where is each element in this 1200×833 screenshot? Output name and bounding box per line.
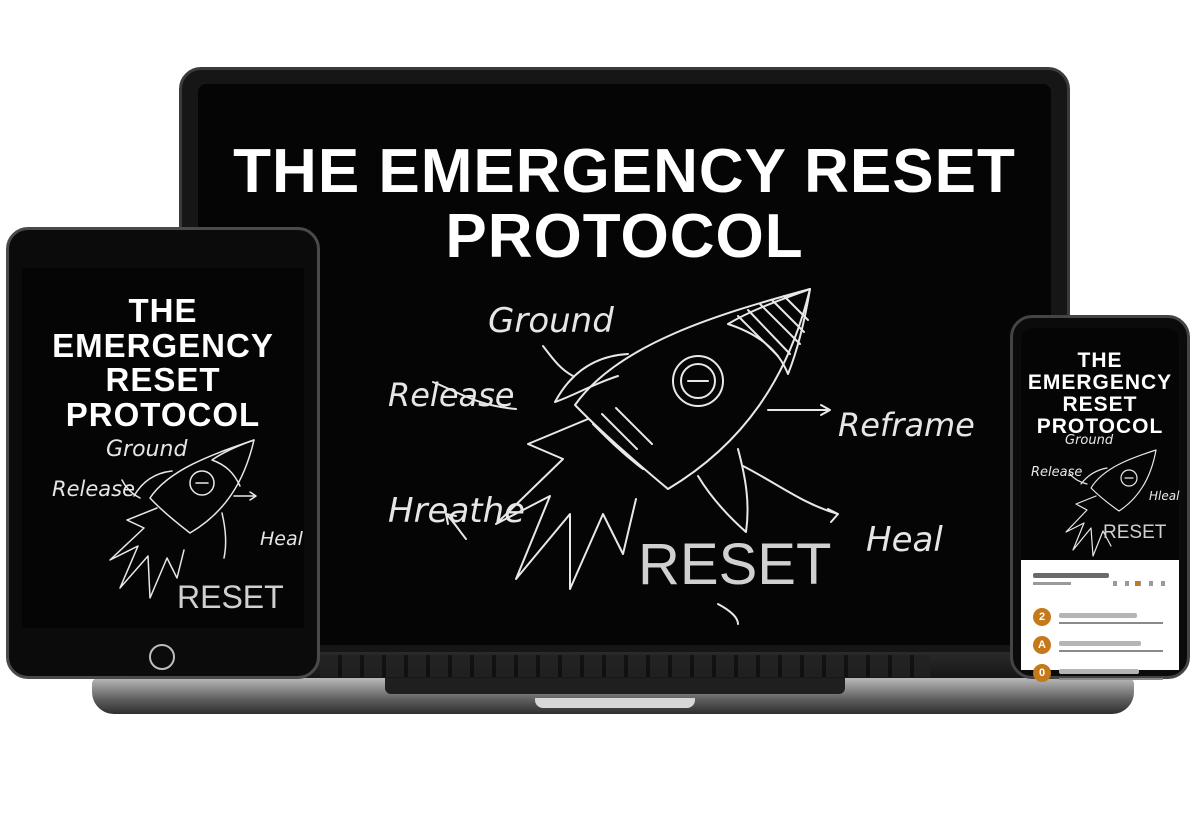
rocket-window-icon: [672, 355, 724, 407]
phone-list-underline: [1059, 678, 1163, 680]
laptop-title: THE EMERGENCY RESET PROTOCOL: [198, 139, 1051, 269]
phone-panel-accent-dot: [1135, 581, 1140, 586]
tablet-display: THE EMERGENCY RESET PROTOCOL Ground Rele…: [22, 268, 304, 628]
phone-list-item[interactable]: 2: [1033, 608, 1171, 626]
phone-list-underline: [1059, 622, 1163, 624]
rocket-body-icon: [149, 439, 255, 534]
phone-list-badge: 0: [1033, 664, 1051, 682]
tablet-label-reset: RESET: [177, 579, 284, 615]
phone-label-ground: Ground: [1065, 433, 1114, 448]
label-breathe: Hreathe: [388, 491, 525, 531]
tablet-title-line1: THE EMERGENCY: [52, 292, 274, 364]
tablet-title-line2: RESET PROTOCOL: [65, 361, 261, 433]
tablet-label-release: Release: [52, 477, 135, 501]
laptop-title-line1: THE EMERGENCY RESET: [233, 137, 1016, 206]
laptop-screen: THE EMERGENCY RESET PROTOCOL: [179, 67, 1070, 656]
laptop-keyboard: [320, 655, 930, 677]
tablet-label-heal: Heal: [260, 528, 304, 550]
phone-rocket-illustration: Ground Release Hleal RESET: [1031, 433, 1180, 557]
tablet-title: THE EMERGENCY RESET PROTOCOL: [22, 292, 304, 433]
phone-list-line: [1059, 613, 1137, 618]
label-release: Release: [388, 376, 514, 414]
phone-label-heal: Hleal: [1149, 489, 1180, 503]
label-reframe: Reframe: [838, 406, 975, 444]
phone-label-reset: RESET: [1103, 522, 1167, 543]
rocket-body-icon: [1090, 449, 1157, 512]
phone-list-line: [1059, 641, 1141, 646]
label-reset: RESET: [638, 532, 831, 597]
phone-device: THE EMERGENCY RESET PROTOCOL Ground Rele…: [1010, 315, 1190, 682]
label-heal: Heal: [866, 520, 943, 560]
tablet-device: THE EMERGENCY RESET PROTOCOL Ground Rele…: [6, 227, 320, 679]
phone-panel-dots: [1113, 581, 1173, 586]
phone-list-item[interactable]: 0: [1033, 664, 1171, 682]
phone-list-item[interactable]: A: [1033, 636, 1171, 654]
phone-list-panel: 2 A 0: [1021, 560, 1179, 682]
phone-title: THE EMERGENCY RESET PROTOCOL: [1021, 349, 1179, 439]
home-button-icon[interactable]: [149, 644, 175, 670]
laptop-rocket-illustration: Ground Release Reframe Hreathe Heal RESE…: [388, 288, 975, 625]
phone-title-line2: RESET PROTOCOL: [1036, 393, 1164, 439]
rocket-flame-icon: [495, 418, 637, 590]
laptop-display: THE EMERGENCY RESET PROTOCOL: [198, 84, 1051, 645]
phone-title-line1: THE EMERGENCY: [1027, 349, 1173, 395]
phone-label-release: Release: [1031, 465, 1082, 480]
label-ground: Ground: [488, 301, 614, 341]
rocket-body-icon: [574, 288, 811, 490]
laptop-title-line2: PROTOCOL: [445, 202, 804, 272]
rocket-window-icon: [1120, 469, 1138, 487]
phone-list-line: [1059, 669, 1139, 674]
rocket-flame-icon: [109, 507, 185, 599]
phone-panel-subheader: [1033, 582, 1071, 585]
laptop-trackpad: [385, 678, 845, 694]
rocket-window-icon: [189, 470, 215, 496]
phone-panel-header-bar: [1033, 573, 1109, 578]
phone-list-badge: 2: [1033, 608, 1051, 626]
phone-list-underline: [1059, 650, 1163, 652]
tablet-label-ground: Ground: [106, 437, 188, 462]
tablet-rocket-illustration: Ground Release Heal RESET: [52, 437, 304, 615]
laptop-notch: [535, 698, 695, 708]
phone-list-badge: A: [1033, 636, 1051, 654]
phone-display: THE EMERGENCY RESET PROTOCOL Ground Rele…: [1021, 328, 1180, 682]
